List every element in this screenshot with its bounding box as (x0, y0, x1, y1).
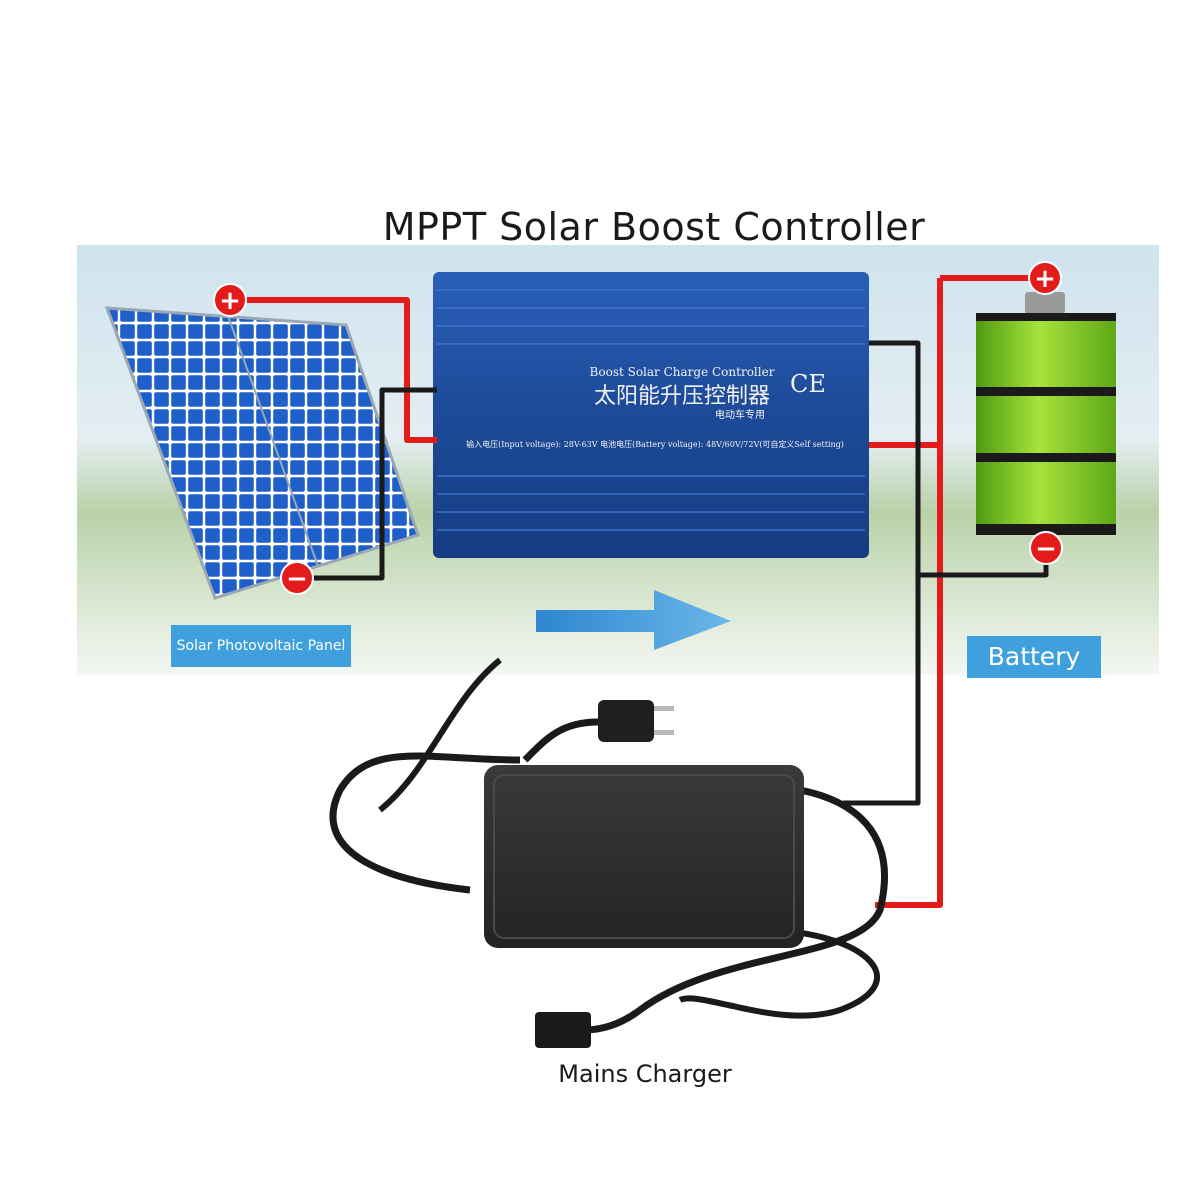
solar-panel-label: Solar Photovoltaic Panel (171, 625, 351, 667)
svg-text:−: − (286, 564, 308, 594)
flow-arrow-icon (536, 590, 731, 650)
controller-subtitle: 电动车专用 (715, 408, 765, 421)
diagram-title: MPPT Solar Boost Controller (382, 205, 926, 249)
svg-text:−: − (1035, 534, 1057, 564)
battery-icon (976, 292, 1116, 535)
battery-positive-terminal: + (1028, 261, 1062, 295)
controller-spec-text: 输入电压(Input voltage): 28V-63V 电池电压(Batter… (466, 439, 844, 449)
positive-wires (230, 275, 1045, 908)
controller-icon: Boost Solar Charge Controller 太阳能升压控制器 电… (433, 272, 869, 558)
plug-icon (522, 700, 674, 763)
controller-model-text: Boost Solar Charge Controller (590, 365, 775, 379)
ce-mark: CE (790, 370, 826, 398)
svg-text:+: + (1034, 264, 1056, 294)
svg-text:+: + (219, 286, 241, 316)
charger-icon (329, 657, 888, 1048)
battery-negative-terminal: − (1029, 531, 1063, 565)
solar-panel-icon (104, 306, 420, 600)
controller-chinese-title: 太阳能升压控制器 (594, 384, 770, 409)
charger-label: Mains Charger (558, 1060, 732, 1088)
battery-label: Battery (967, 636, 1101, 678)
solar-negative-terminal: − (280, 561, 314, 595)
solar-positive-terminal: + (213, 283, 247, 317)
